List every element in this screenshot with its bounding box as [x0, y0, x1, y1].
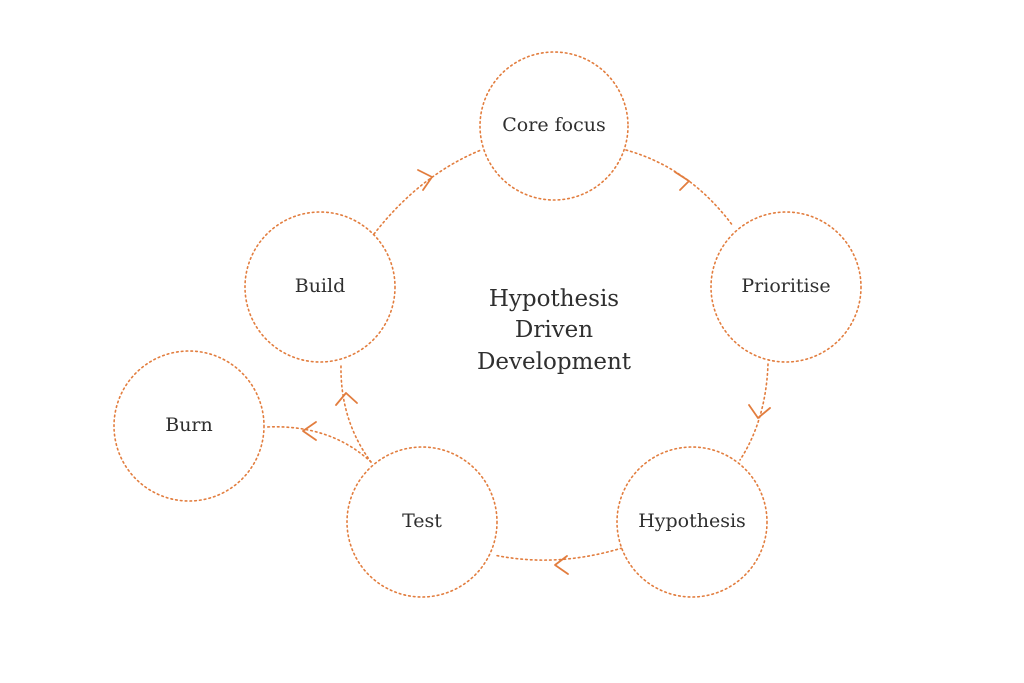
node-prioritise: Prioritise — [710, 211, 862, 363]
connector-test-to-burn — [265, 425, 372, 463]
connector-build-to-core — [373, 149, 482, 235]
node-test: Test — [346, 446, 498, 598]
center-title: Hypothesis Driven Development — [477, 286, 632, 375]
node-label: Build — [295, 275, 346, 297]
connector-hypothesis-to-test — [493, 547, 623, 561]
arrow-hypothesis-to-test — [554, 555, 569, 575]
node-label: Prioritise — [741, 275, 830, 297]
arrow-heads — [302, 169, 771, 575]
node-build: Build — [244, 211, 396, 363]
connector-test-to-build — [340, 364, 372, 463]
node-circle — [346, 446, 498, 598]
connector-core-to-prioritise — [625, 149, 734, 227]
node-circle — [616, 446, 768, 598]
node-core-focus: Core focus — [479, 51, 629, 201]
center-title-line-2: Driven — [515, 317, 593, 343]
arrow-build-to-core — [417, 169, 433, 191]
node-label: Hypothesis — [638, 510, 746, 532]
arrow-core-to-prioritise — [674, 171, 690, 191]
node-label: Test — [402, 510, 442, 532]
node-label: Core focus — [502, 114, 605, 136]
node-circle — [710, 211, 862, 363]
node-circle — [479, 51, 629, 201]
node-hypothesis: Hypothesis — [616, 446, 768, 598]
arrow-prioritise-to-hypothesis — [748, 404, 771, 419]
arrow-test-to-build — [335, 392, 358, 406]
node-label: Burn — [165, 414, 213, 436]
node-burn: Burn — [113, 350, 265, 502]
arrow-test-to-burn — [302, 421, 317, 441]
node-circle — [113, 350, 265, 502]
center-title-line-3: Development — [477, 349, 632, 375]
center-title-line-1: Hypothesis — [489, 286, 619, 312]
node-circle — [244, 211, 396, 363]
